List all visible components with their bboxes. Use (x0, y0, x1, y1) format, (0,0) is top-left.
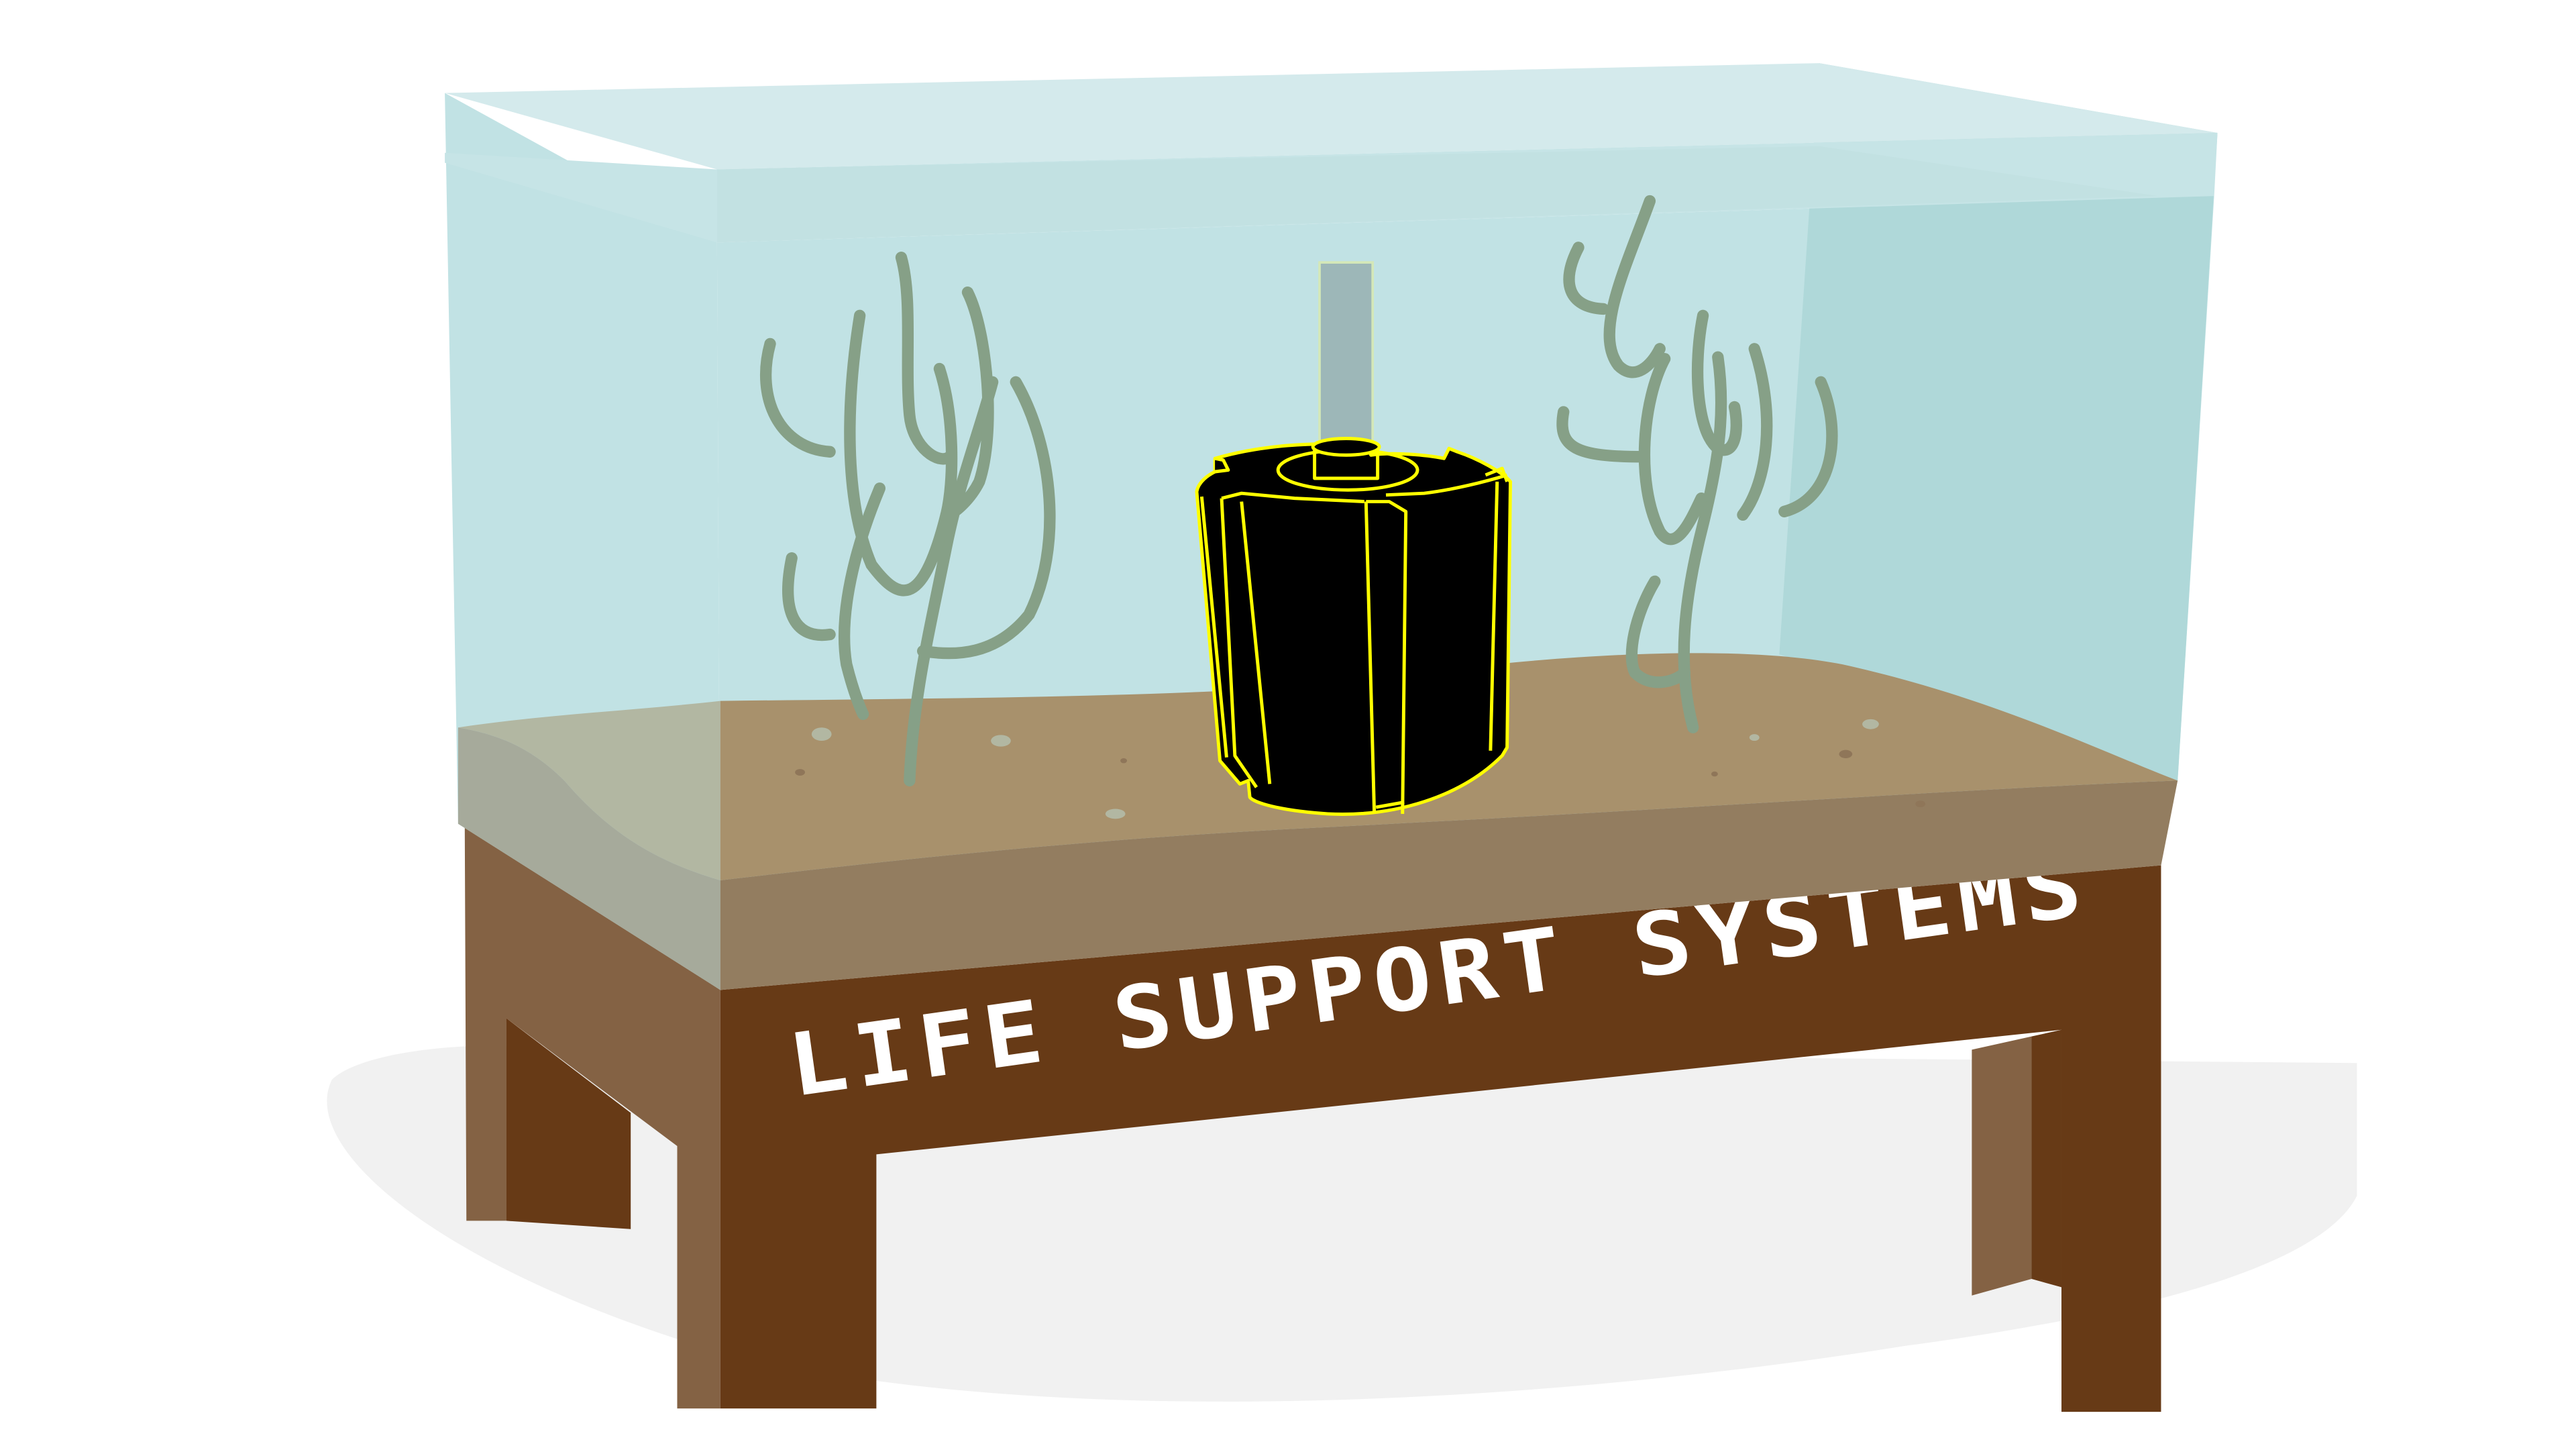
tank-top-glass (445, 63, 2218, 170)
sand-left-top (458, 701, 720, 880)
sand-left-front (458, 727, 720, 990)
stand-left-back-leg-inner (506, 1018, 631, 1229)
stand-front (720, 865, 2161, 1412)
sand-front (720, 780, 2178, 990)
tank-right-side (1779, 63, 2218, 781)
aquatic-plant-left (759, 252, 1056, 787)
air-tube (1318, 261, 1375, 455)
tank-top-highlight (716, 146, 2158, 243)
stand-right-leg (1972, 1036, 2032, 1296)
stand-right-leg-front (2031, 1029, 2061, 1288)
aquatic-plant-right (1556, 195, 1838, 733)
stand-side (464, 823, 720, 1409)
sponge-filter (1195, 437, 1513, 816)
